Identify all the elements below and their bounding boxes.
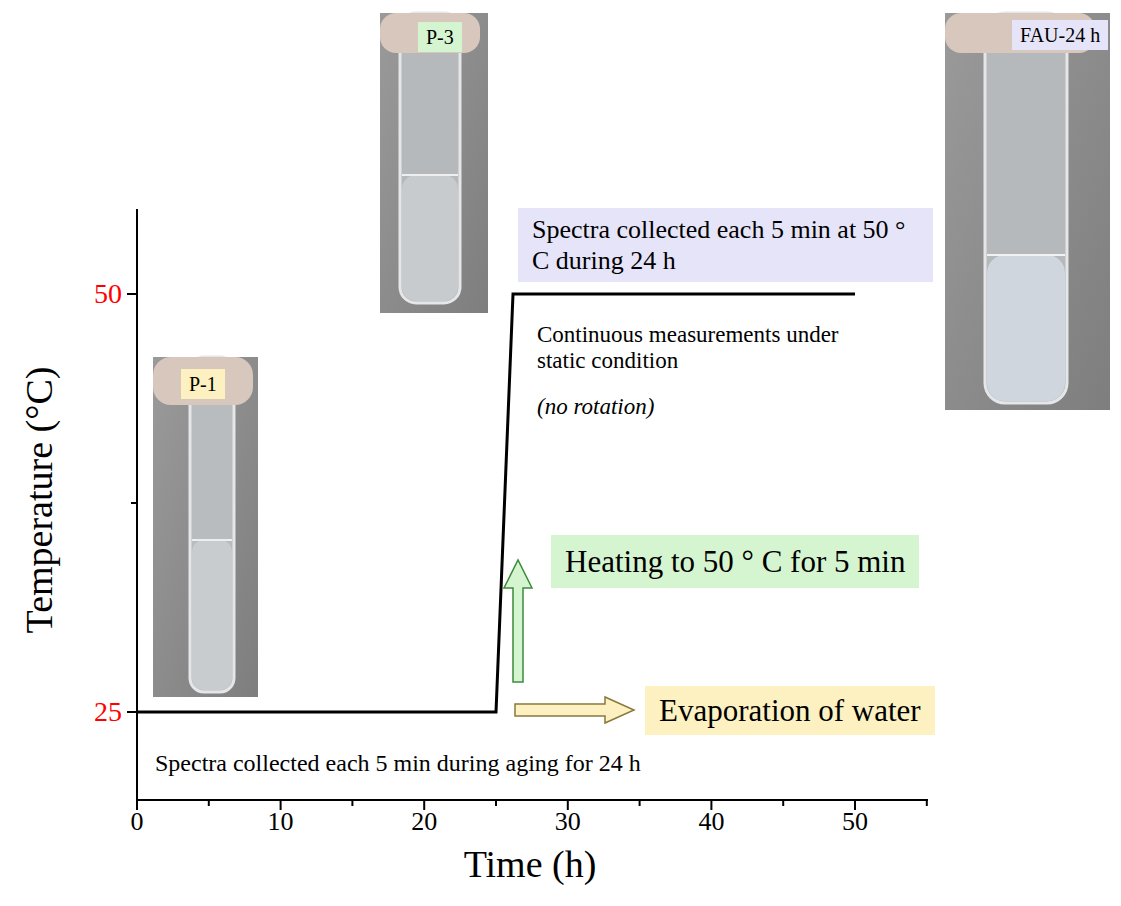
photo-fau: [945, 13, 1110, 410]
step-box: Evaporation of water: [645, 686, 935, 735]
annotation: Continuous measurements under static con…: [537, 322, 857, 375]
box-text: P-3: [426, 25, 454, 49]
tick-label: 50: [842, 807, 868, 837]
tick-label: 20: [411, 807, 437, 837]
annotation: (no rotation): [537, 394, 654, 420]
tick-label: 30: [555, 807, 581, 837]
tick-label: 0: [131, 807, 144, 837]
tick-label: 50: [94, 278, 122, 310]
box-text: Evaporation of water: [659, 692, 921, 729]
temperature-line: [137, 294, 855, 712]
note-box: Spectra collected each 5 min at 50 ° C d…: [518, 208, 933, 282]
tick-label: 25: [94, 696, 122, 728]
annotation: Spectra collected each 5 min during agin…: [155, 750, 641, 778]
axes: [127, 209, 928, 810]
box-text: Spectra collected each 5 min at 50 ° C d…: [532, 214, 919, 276]
heating-arrow: [504, 560, 532, 682]
box-text: FAU-24 h: [1020, 23, 1100, 47]
tick-label: 10: [268, 807, 294, 837]
tick-label: 40: [698, 807, 724, 837]
photo-p1: [153, 357, 258, 697]
box-text: P-1: [189, 372, 217, 396]
step-box: Heating to 50 ° C for 5 min: [551, 535, 919, 588]
axis-title: Temperature (°C): [18, 367, 62, 634]
photo-p3: [380, 13, 488, 313]
photo-tag: P-1: [181, 369, 225, 399]
evaporation-arrow: [515, 697, 634, 723]
box-text: Heating to 50 ° C for 5 min: [565, 543, 905, 580]
axis-title: Time (h): [464, 843, 597, 887]
photo-tag: P-3: [418, 22, 462, 52]
photo-tag: FAU-24 h: [1012, 20, 1108, 50]
